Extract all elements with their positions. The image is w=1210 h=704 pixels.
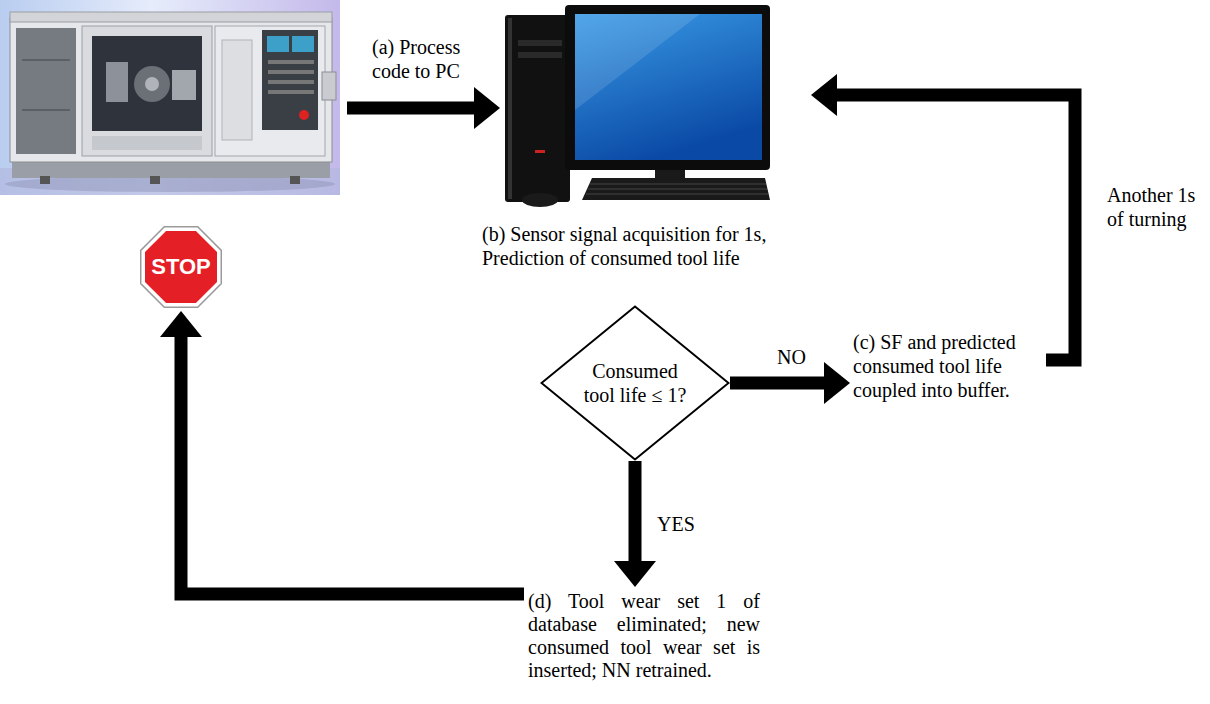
flow-arrow	[811, 74, 1075, 360]
edge-label: YES	[657, 512, 695, 536]
drawing-part	[565, 5, 770, 170]
drawing-part	[322, 72, 336, 100]
process-code-arrow	[347, 87, 500, 129]
drawing-part	[575, 14, 700, 110]
drawing-part	[268, 80, 314, 84]
arrow-head	[824, 362, 850, 404]
drawing-part	[22, 59, 70, 61]
drawing-part	[10, 18, 332, 162]
arrow-head	[811, 74, 837, 116]
drawing-part	[518, 52, 562, 58]
flow-arrow	[160, 311, 524, 594]
sign-face	[145, 231, 217, 303]
drawing-part	[590, 184, 766, 185]
free-label: (a) Process code to PC	[372, 35, 472, 83]
drawing-part	[172, 70, 196, 100]
flow-arrow	[730, 362, 850, 404]
drawing-part	[5, 176, 335, 192]
drawing-part	[215, 26, 325, 156]
node-text: (b) Sensor signal acquisition for 1s, Pr…	[482, 222, 810, 270]
drawing-part	[145, 77, 159, 91]
diamond-shape	[540, 305, 730, 461]
drawing-part	[22, 109, 70, 111]
drawing-part	[522, 193, 558, 207]
drawing-part	[267, 36, 289, 52]
computer-illustration	[505, 5, 770, 207]
drawing-part	[535, 150, 545, 153]
drawing-part	[575, 14, 762, 160]
decision-diamond: Consumed tool life ≤ 1?	[540, 305, 730, 461]
drawing-part	[508, 18, 512, 199]
arrow-line	[730, 377, 825, 390]
arrow-line	[836, 95, 1075, 360]
diamond-outline	[542, 307, 729, 460]
drawing-part	[505, 15, 570, 202]
drawing-part	[262, 30, 318, 130]
drawing-part	[588, 189, 767, 190]
drawing-part	[268, 70, 314, 74]
sign-border	[142, 228, 221, 307]
arrow-line	[629, 461, 642, 562]
drawing-part	[40, 176, 50, 184]
drawing-part	[582, 178, 770, 200]
arrow-head	[614, 561, 656, 587]
drawing-part	[16, 28, 76, 154]
drawing-part	[292, 36, 314, 52]
drawing-part	[82, 26, 212, 156]
flow-arrow	[614, 461, 656, 587]
process-text: (d) Tool wear set 1 of database eliminat…	[528, 590, 760, 682]
stop-sign: STOP	[140, 226, 222, 308]
sign-rim	[140, 226, 222, 308]
arrow-head	[160, 311, 202, 337]
drawing-part	[92, 36, 202, 131]
drawing-part	[268, 90, 314, 94]
drawing-part	[518, 40, 562, 46]
process-text: (c) SF and predicted consumed tool life …	[853, 330, 1043, 402]
node-text: (d) Tool wear set 1 of database eliminat…	[528, 590, 760, 682]
drawing-part	[134, 66, 170, 102]
drawing-part	[474, 87, 500, 129]
node-text: Consumed tool life ≤ 1?	[580, 359, 690, 407]
drawing-part	[290, 176, 300, 184]
sign-text: STOP	[151, 255, 211, 279]
drawing-part	[106, 62, 128, 102]
drawing-part	[586, 194, 768, 195]
drawing-part	[10, 12, 332, 22]
drawing-part	[299, 110, 309, 120]
drawing-part	[150, 176, 160, 184]
drawing-part	[347, 102, 475, 115]
lathe-machine	[0, 0, 340, 195]
computer-node: (b) Sensor signal acquisition for 1s, Pr…	[480, 0, 810, 270]
drawing-part	[0, 0, 340, 195]
edge-label: NO	[777, 345, 806, 369]
drawing-part	[92, 136, 202, 150]
drawing-part	[222, 40, 252, 140]
drawing-part	[268, 60, 314, 64]
edge-label: Another 1s of turning	[1107, 183, 1203, 231]
arrow-line	[181, 336, 524, 594]
node-text: (c) SF and predicted consumed tool life …	[853, 330, 1043, 402]
